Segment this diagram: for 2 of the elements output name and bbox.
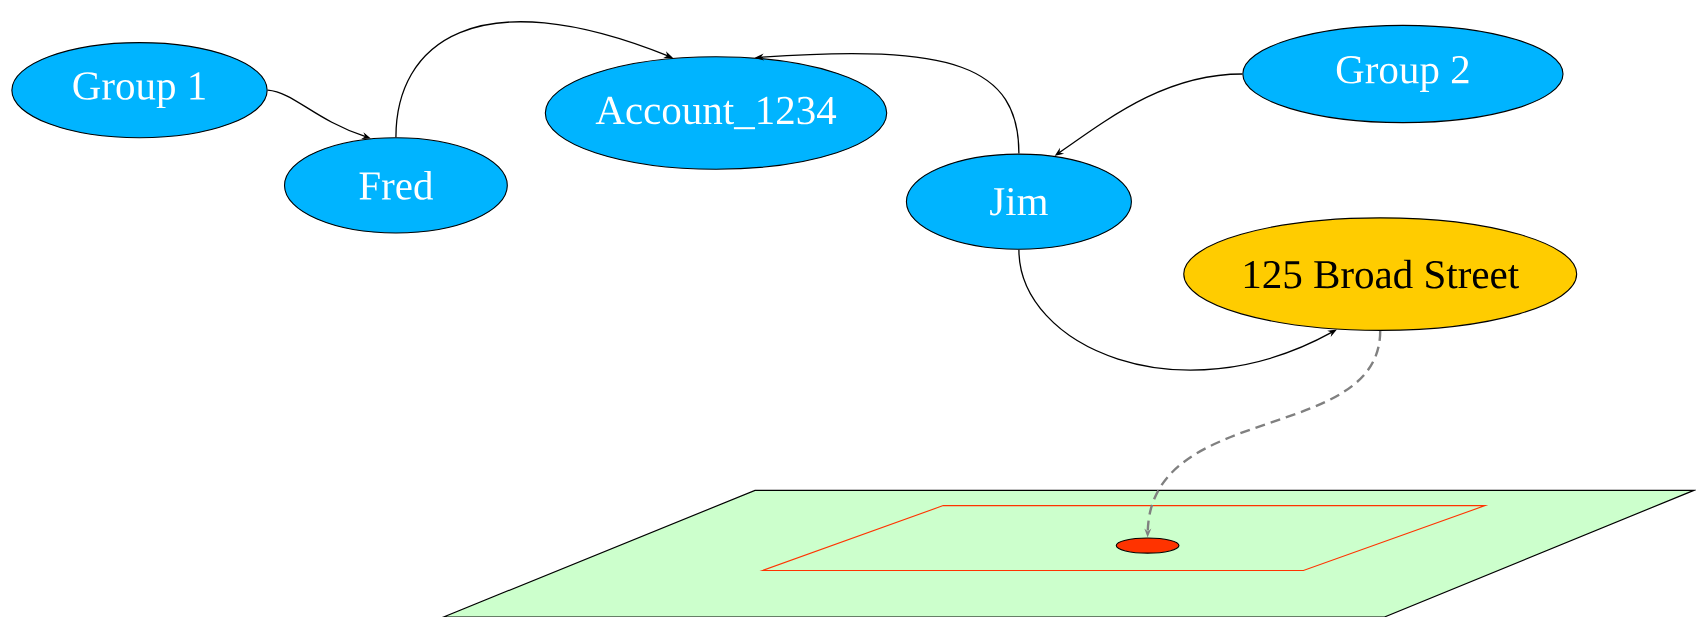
arrow (1144, 330, 1382, 538)
location-marker (1115, 537, 1180, 554)
